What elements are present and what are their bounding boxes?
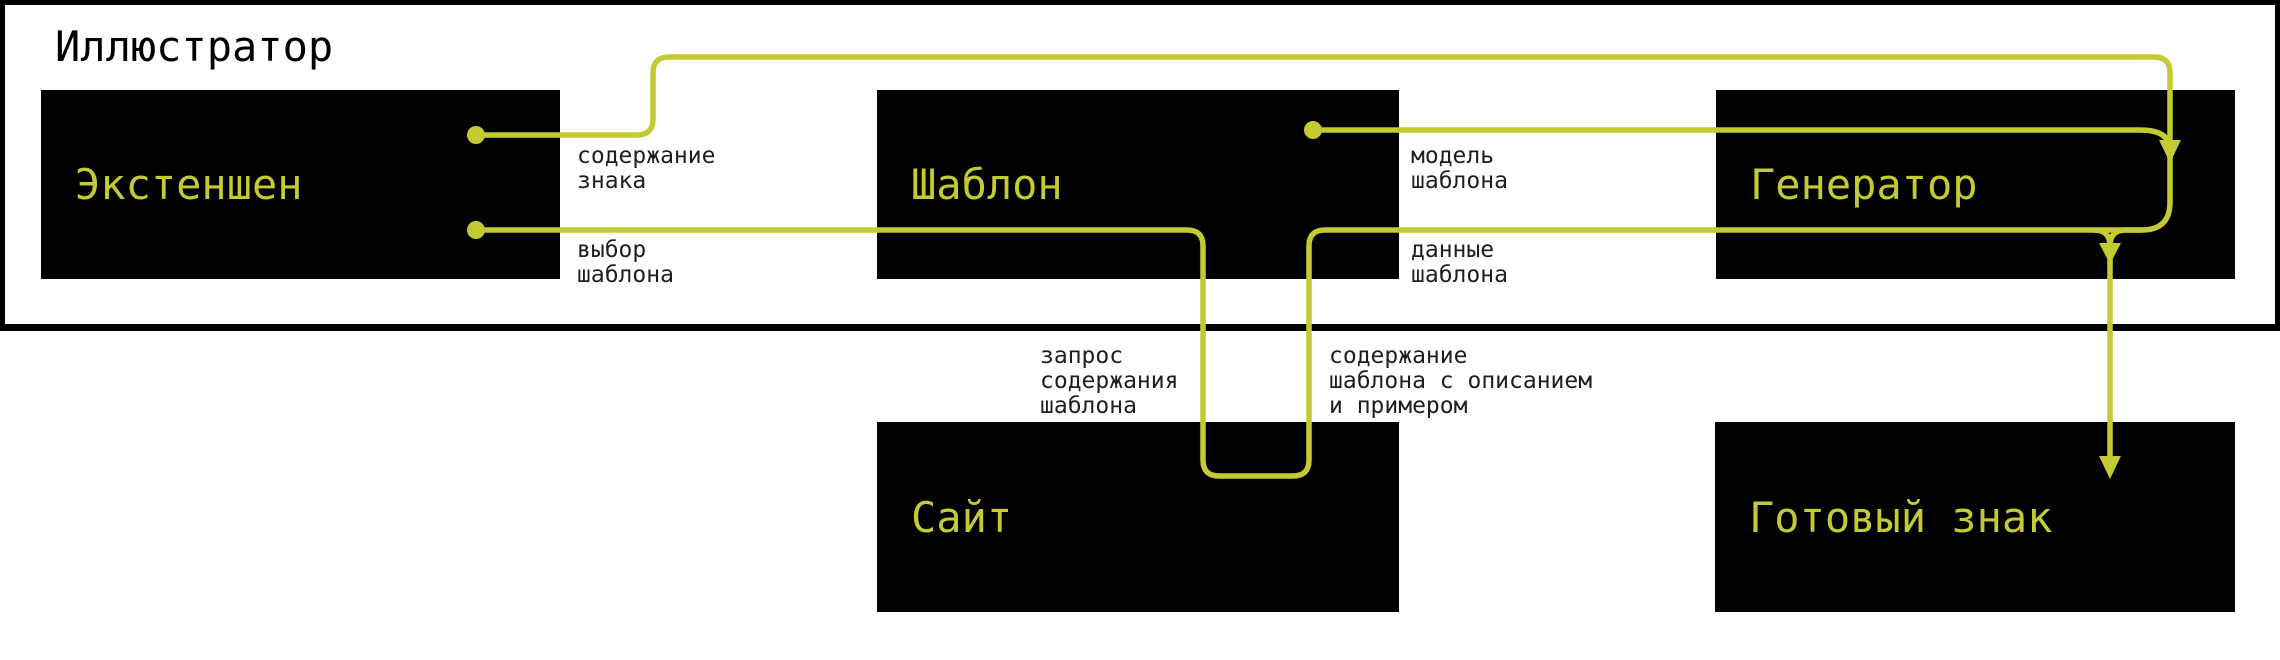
node-ready-sign-label: Готовый знак <box>1749 492 2053 542</box>
node-template: Шаблон <box>877 90 1399 279</box>
node-template-label: Шаблон <box>911 160 1063 209</box>
edge-label-template-content-request: запрос содержания шаблона <box>1040 343 1179 419</box>
edge-label-sign-content: содержание знака <box>577 143 716 194</box>
edge-label-template-choice: выбор шаблона <box>577 237 674 288</box>
node-ready-sign: Готовый знак <box>1715 422 2235 612</box>
node-generator-label: Генератор <box>1750 160 1978 209</box>
node-extension-label: Экстеншен <box>75 160 303 209</box>
node-site: Сайт <box>877 422 1399 612</box>
diagram-title: Иллюстратор <box>55 22 334 71</box>
node-site-label: Сайт <box>911 492 1013 542</box>
edge-label-template-data: данные шаблона <box>1411 237 1508 288</box>
node-extension: Экстеншен <box>41 90 560 279</box>
edge-label-template-model: модель шаблона <box>1411 143 1508 194</box>
edge-label-template-content-response: содержание шаблона с описанием и примеро… <box>1329 343 1593 419</box>
node-generator: Генератор <box>1716 90 2235 279</box>
